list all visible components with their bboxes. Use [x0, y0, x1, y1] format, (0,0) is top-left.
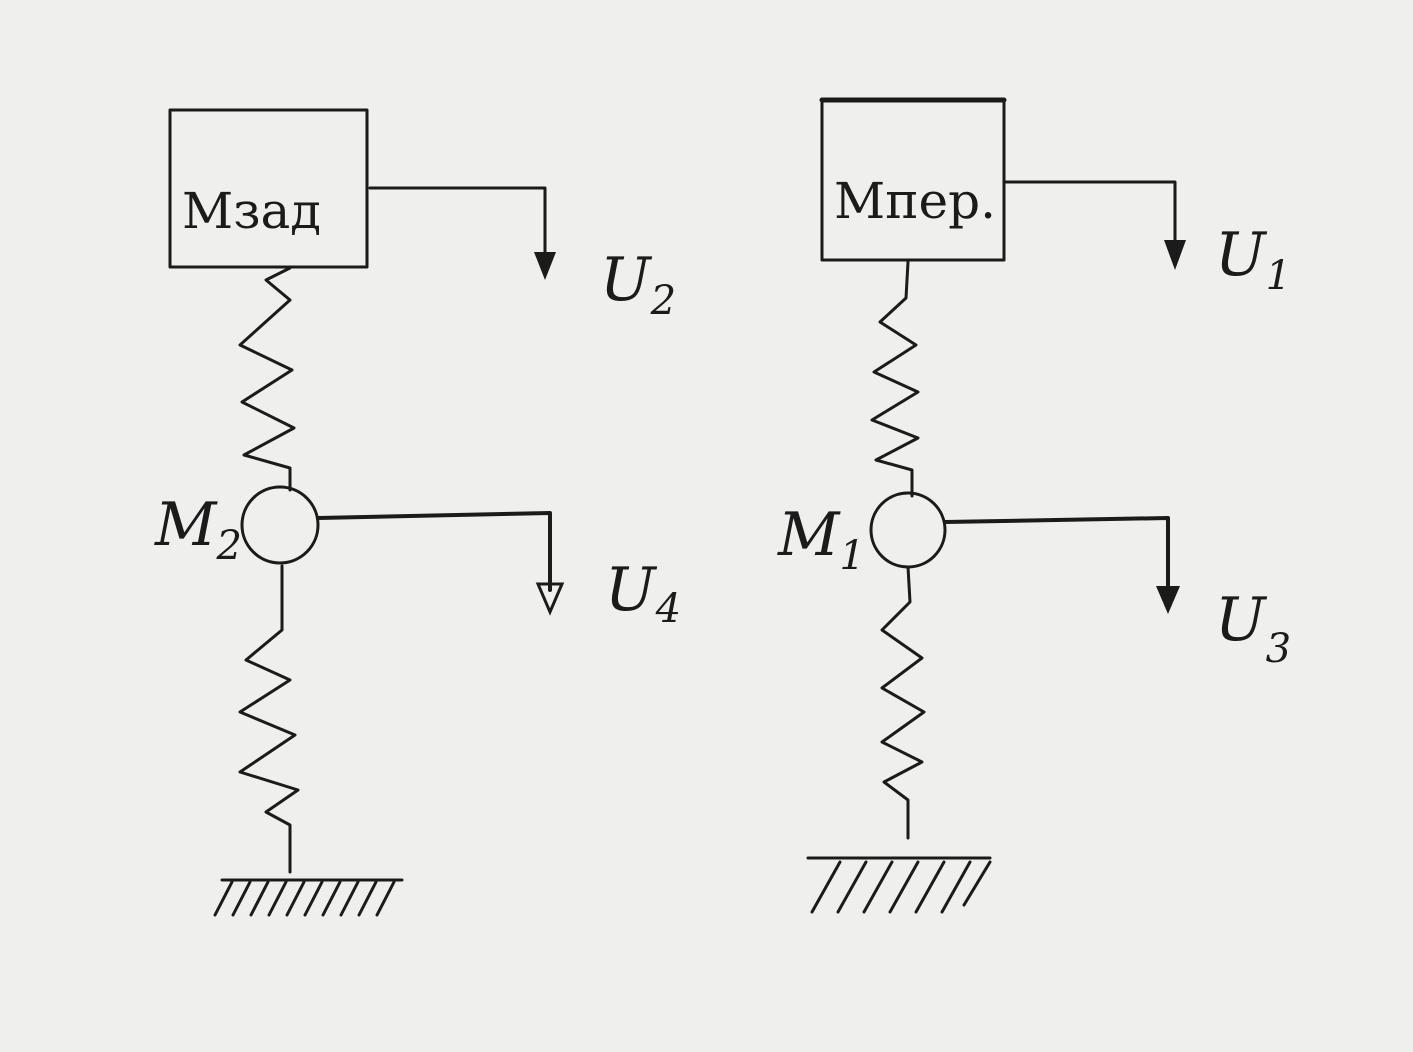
right-mid-arrowhead — [1156, 586, 1180, 614]
left-top-output-label: U2 — [600, 245, 676, 324]
right-upper-spring — [870, 260, 920, 498]
right-top-output-label: U1 — [1215, 220, 1291, 299]
right-mid-output-line — [943, 516, 1170, 594]
left-box-label: Мзад — [182, 182, 321, 240]
left-mass-label: M2 — [154, 490, 242, 569]
left-system: Мзад U2 M2 U4 — [154, 108, 681, 917]
left-upper-spring — [238, 266, 296, 492]
left-top-output-line — [368, 186, 547, 264]
right-ground-hatch — [810, 860, 992, 914]
right-top-arrowhead — [1164, 240, 1186, 270]
left-ground-hatch — [213, 880, 396, 917]
right-system: Мпер. U1 M1 U3 — [777, 97, 1291, 914]
right-mid-output-label: U3 — [1215, 585, 1291, 672]
right-mass-node — [869, 491, 947, 569]
left-lower-spring — [238, 564, 300, 874]
left-top-arrowhead — [534, 252, 556, 280]
right-box-label: Мпер. — [834, 172, 996, 230]
left-mid-output-label: U4 — [605, 555, 681, 632]
right-lower-spring — [880, 565, 926, 840]
left-mid-output-line — [316, 511, 552, 592]
right-top-output-line — [1004, 180, 1177, 250]
left-mid-arrowhead — [535, 582, 565, 616]
left-load-box — [168, 108, 369, 269]
left-mass-node — [240, 485, 320, 565]
right-mass-label: M1 — [777, 500, 865, 579]
